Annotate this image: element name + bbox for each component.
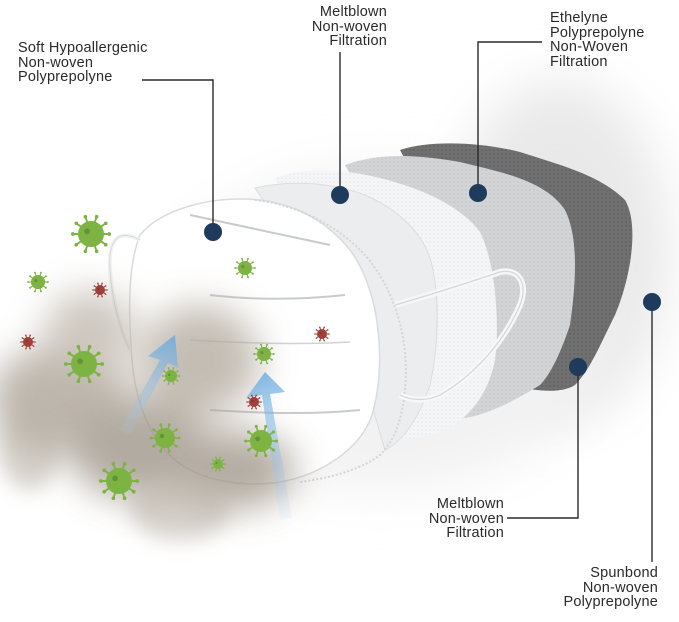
leader-line-meltblown-bottom <box>507 367 579 519</box>
virus-icon <box>27 271 49 293</box>
label-line: Polyprepolyne <box>18 69 113 85</box>
label-line: Non-Woven <box>550 39 629 55</box>
virus-icon <box>234 257 256 279</box>
pointer-dot-icon <box>569 358 587 376</box>
label-line: Filtration <box>446 525 504 541</box>
label-line: Non-woven <box>582 579 658 596</box>
virus-icon <box>70 214 112 254</box>
label-meltblown-top: Meltblown Non-woven Filtration <box>312 5 387 49</box>
virus-icon <box>63 344 105 384</box>
pointer-dot-icon <box>331 186 349 204</box>
label-line: Spunbond <box>590 565 658 581</box>
label-line: Filtration <box>550 53 608 70</box>
label-line: Non-woven <box>428 510 504 527</box>
label-line: Meltblown <box>436 496 504 512</box>
virus-group <box>20 214 330 501</box>
label-line: Ethelyne <box>550 10 609 26</box>
label-ethelyne: Ethelyne Polyprepolyne Non-Woven Filtrat… <box>550 11 645 69</box>
virus-icon <box>253 343 275 365</box>
virus-icon <box>20 334 36 350</box>
virus-icon <box>149 423 181 453</box>
leader-lines <box>142 41 653 562</box>
label-line: Soft Hypoallergenic <box>18 40 148 56</box>
pointer-dot-icon <box>643 293 661 311</box>
leader-line-soft <box>142 79 214 232</box>
pointer-dot-icon <box>469 184 487 202</box>
pointer-dot-icon <box>204 223 222 241</box>
leader-line-ethelyne <box>477 41 542 193</box>
label-meltblown-bottom: Meltblown Non-woven Filtration <box>429 497 504 541</box>
label-line: Polyprepolyne <box>563 594 658 610</box>
virus-icon <box>210 456 226 472</box>
label-soft-hypoallergenic: Soft Hypoallergenic Non-woven Polyprepol… <box>18 41 148 85</box>
virus-icon <box>98 461 140 501</box>
label-line: Polyprepolyne <box>550 24 645 41</box>
label-line: Filtration <box>329 33 387 49</box>
label-line: Non-woven <box>311 18 387 35</box>
label-line: Meltblown <box>319 4 387 20</box>
dust-cloud-soft <box>0 410 230 540</box>
virus-icon <box>161 367 181 385</box>
airflow-arrow-icon <box>120 335 292 520</box>
pointer-dots <box>204 184 661 376</box>
virus-icon <box>244 424 278 458</box>
virus-icon <box>314 326 330 342</box>
virus-icon <box>92 282 108 298</box>
label-spunbond: Spunbond Non-woven Polyprepolyne <box>564 566 659 610</box>
virus-icon <box>246 394 262 410</box>
label-line: Non-woven <box>18 54 94 71</box>
